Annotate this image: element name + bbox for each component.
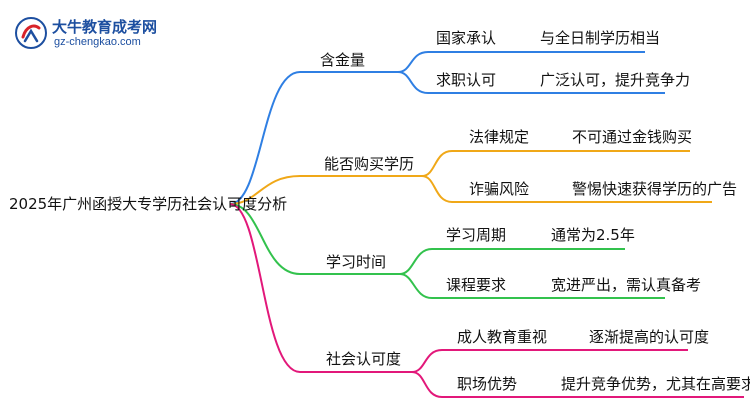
branch-label: 学习时间 [326,253,387,271]
logo-brand-name: 大牛教育成考网 [52,18,158,36]
item-key: 职场优势 [457,375,518,393]
logo-emblem-icon [15,17,47,49]
item-key: 国家承认 [436,29,497,47]
branch-label: 含金量 [320,51,366,69]
item-value: 不可通过金钱购买 [572,128,693,146]
item-key: 成人教育重视 [457,328,548,346]
item-key: 求职认可 [436,71,497,89]
branch-connector-green [229,203,665,299]
item-key: 课程要求 [446,276,507,294]
item-key: 诈骗风险 [469,180,530,198]
branch-label: 社会认可度 [326,350,402,368]
branch-connector-orange [229,150,712,205]
item-key: 法律规定 [469,128,530,146]
item-value: 逐渐提高的认可度 [589,328,710,346]
branch-connector-magenta [229,203,744,398]
item-key: 学习周期 [446,226,507,244]
item-value: 与全日制学历相当 [540,29,661,47]
item-value: 提升竞争优势，尤其在高要求行业 [561,375,750,393]
item-value: 警惕快速获得学历的广告 [572,180,738,198]
site-logo: 大牛教育成考网 gz-chengkao.com [14,16,164,52]
item-value: 宽进严出，需认真备考 [551,276,702,294]
item-value: 广泛认可，提升竞争力 [540,71,691,89]
branch-label: 能否购买学历 [324,155,415,173]
item-value: 通常为2.5年 [551,226,635,244]
branch-connector-blue [229,51,665,205]
root-topic: 2025年广州函授大专学历社会认可度分析 [9,195,288,213]
logo-site-url: gz-chengkao.com [54,36,141,48]
